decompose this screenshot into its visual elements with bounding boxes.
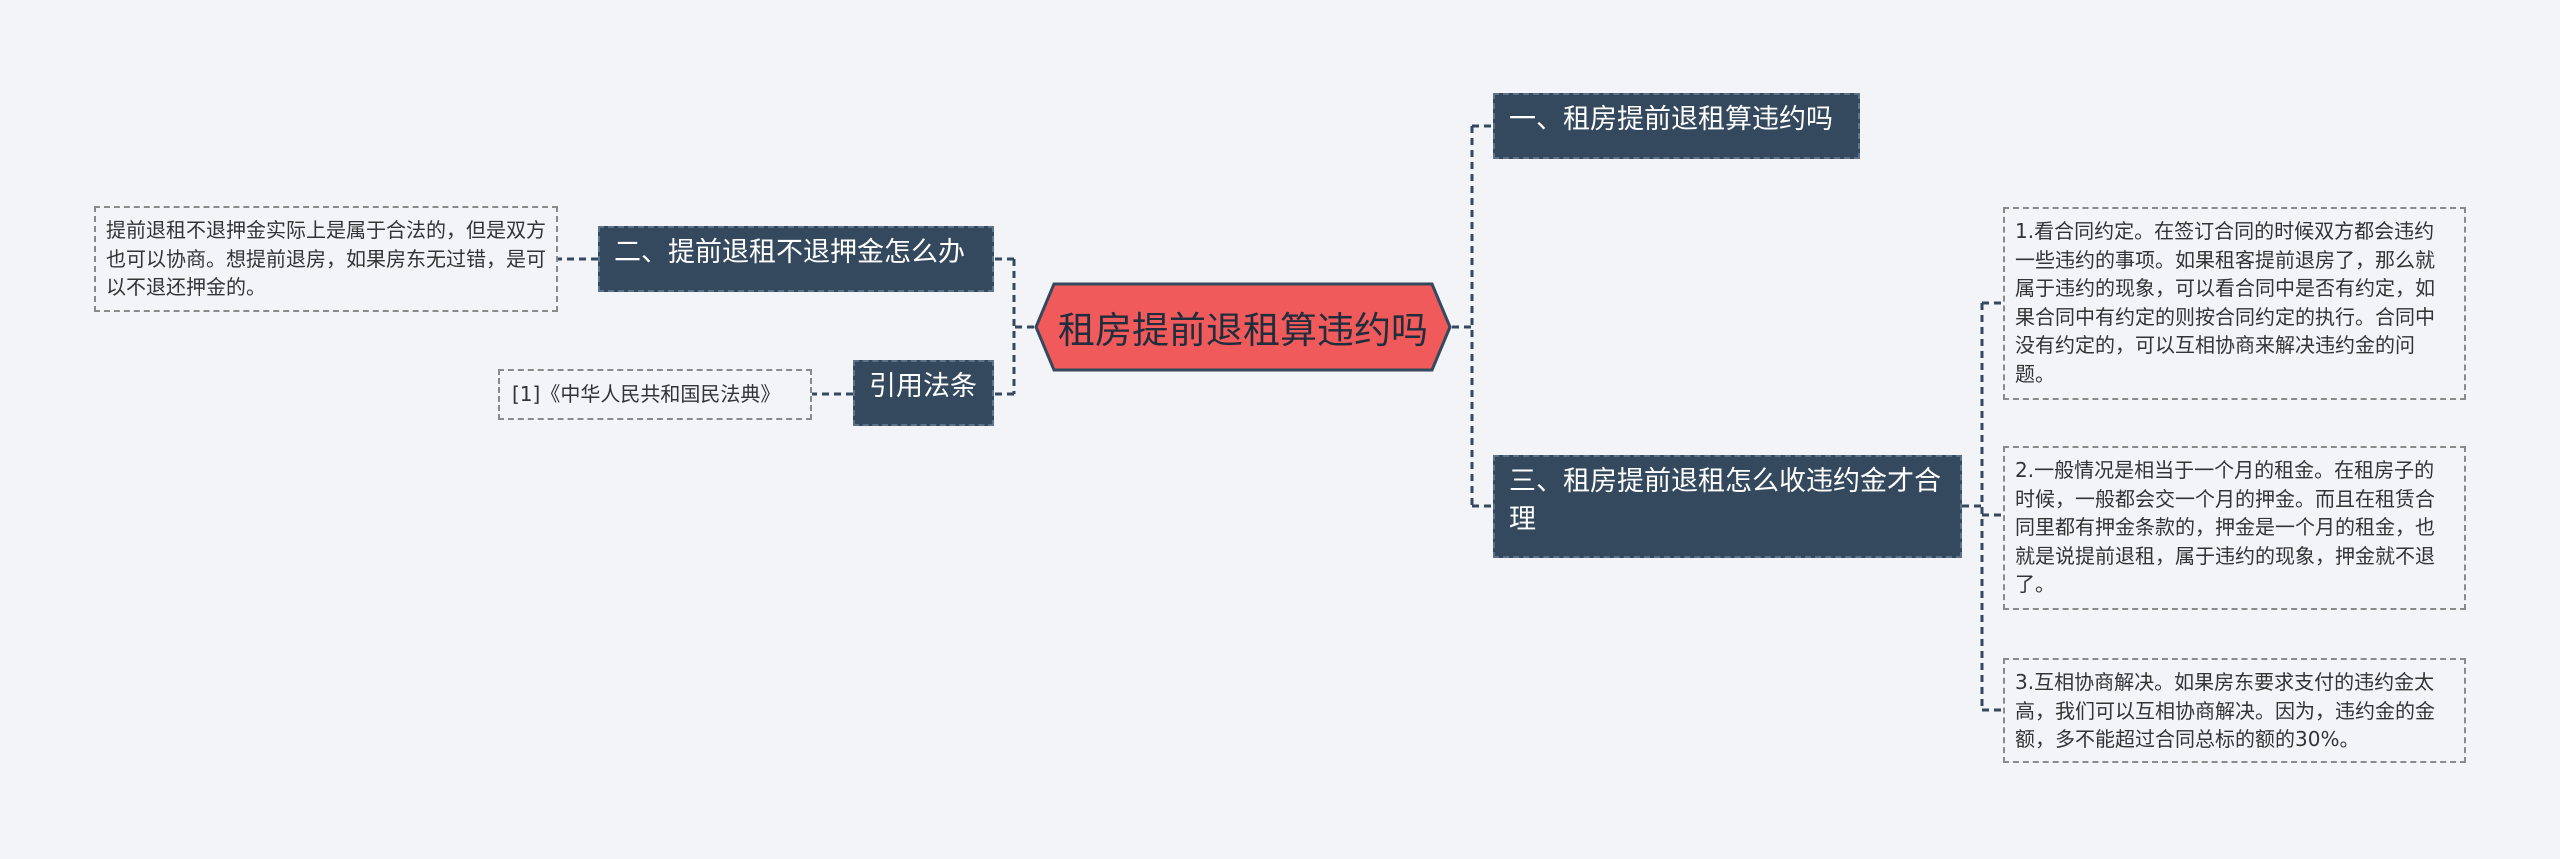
topic-three[interactable]: 三、租房提前退租怎么收违约金才合理: [1493, 455, 1962, 558]
note-civil-code-text: [1]《中华人民共和国民法典》: [512, 382, 781, 406]
note-one-month-rent[interactable]: 2.一般情况是相当于一个月的租金。在租房子的时候，一般都会交一个月的押金。而且在…: [2003, 446, 2466, 610]
topic-one[interactable]: 一、租房提前退租算违约吗: [1493, 93, 1860, 159]
topic-citation[interactable]: 引用法条: [853, 360, 994, 426]
central-topic[interactable]: 租房提前退租算违约吗: [1034, 282, 1452, 372]
topic-three-label: 三、租房提前退租怎么收违约金才合理: [1509, 466, 1941, 535]
topic-two[interactable]: 二、提前退租不退押金怎么办: [598, 226, 994, 292]
note-civil-code[interactable]: [1]《中华人民共和国民法典》: [498, 369, 812, 420]
note-contract-agreement[interactable]: 1.看合同约定。在签订合同的时候双方都会违约一些违约的事项。如果租客提前退房了，…: [2003, 207, 2466, 400]
topic-two-label: 二、提前退租不退押金怎么办: [614, 237, 965, 268]
central-topic-label: 租房提前退租算违约吗: [1058, 309, 1428, 352]
topic-citation-label: 引用法条: [869, 371, 977, 402]
note-one-month-rent-text: 2.一般情况是相当于一个月的租金。在租房子的时候，一般都会交一个月的押金。而且在…: [2015, 458, 2435, 596]
note-deposit[interactable]: 提前退租不退押金实际上是属于合法的，但是双方也可以协商。想提前退房，如果房东无过…: [94, 206, 558, 312]
note-negotiate-text: 3.互相协商解决。如果房东要求支付的违约金太高，我们可以互相协商解决。因为，违约…: [2015, 670, 2435, 751]
note-negotiate[interactable]: 3.互相协商解决。如果房东要求支付的违约金太高，我们可以互相协商解决。因为，违约…: [2003, 658, 2466, 763]
note-deposit-text: 提前退租不退押金实际上是属于合法的，但是双方也可以协商。想提前退房，如果房东无过…: [106, 218, 546, 299]
central-topic-shape: [1034, 282, 1452, 372]
topic-one-label: 一、租房提前退租算违约吗: [1509, 104, 1833, 135]
note-contract-agreement-text: 1.看合同约定。在签订合同的时候双方都会违约一些违约的事项。如果租客提前退房了，…: [2015, 219, 2435, 386]
